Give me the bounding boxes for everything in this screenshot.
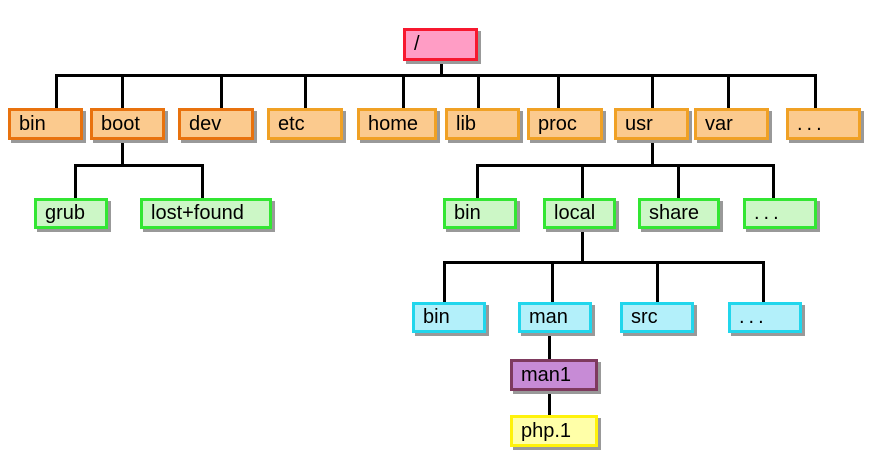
node-man: man [518, 302, 592, 333]
connector-line [557, 76, 560, 108]
connector-line [651, 76, 654, 108]
connector-line [814, 76, 817, 108]
node-etc: etc [267, 108, 343, 140]
connector-line [74, 164, 204, 167]
connector-line [220, 76, 223, 108]
node-src: src [620, 302, 694, 333]
connector-line [651, 140, 654, 165]
connector-line [443, 263, 446, 302]
connector-line [762, 263, 765, 302]
node-grub: grub [34, 198, 108, 229]
connector-line [581, 166, 584, 198]
node-usr: usr [614, 108, 689, 140]
connector-line [304, 76, 307, 108]
connector-line [772, 166, 775, 198]
connector-line [476, 164, 775, 167]
connector-line [476, 166, 479, 198]
node-home: home [357, 108, 437, 140]
node-man1: man1 [510, 359, 598, 391]
node-php1: php.1 [510, 415, 598, 447]
node-var: var [694, 108, 769, 140]
node-lib: lib [445, 108, 520, 140]
node-dots1: ... [786, 108, 861, 140]
connector-line [201, 166, 204, 198]
connector-line [440, 61, 443, 75]
node-local: local [543, 198, 616, 229]
connector-line [548, 333, 551, 359]
connector-line [656, 263, 659, 302]
node-local_bin: bin [412, 302, 486, 333]
connector-line [548, 391, 551, 415]
connector-line [581, 229, 584, 262]
node-bin: bin [8, 108, 83, 140]
connector-line [121, 76, 124, 108]
connector-line [74, 166, 77, 198]
connector-line [551, 263, 554, 302]
connector-line [677, 166, 680, 198]
connector-line [727, 76, 730, 108]
node-proc: proc [527, 108, 603, 140]
connector-line [477, 76, 480, 108]
node-dots3: ... [728, 302, 802, 333]
node-dots2: ... [743, 198, 817, 229]
connector-line [402, 76, 405, 108]
node-lostfound: lost+found [140, 198, 272, 229]
node-share: share [638, 198, 720, 229]
connector-line [443, 261, 765, 264]
connector-line [55, 74, 817, 77]
connector-line [55, 76, 58, 108]
node-boot: boot [90, 108, 165, 140]
node-dev: dev [178, 108, 254, 140]
node-root: / [403, 28, 478, 61]
connector-line [121, 140, 124, 165]
node-usr_bin: bin [443, 198, 517, 229]
